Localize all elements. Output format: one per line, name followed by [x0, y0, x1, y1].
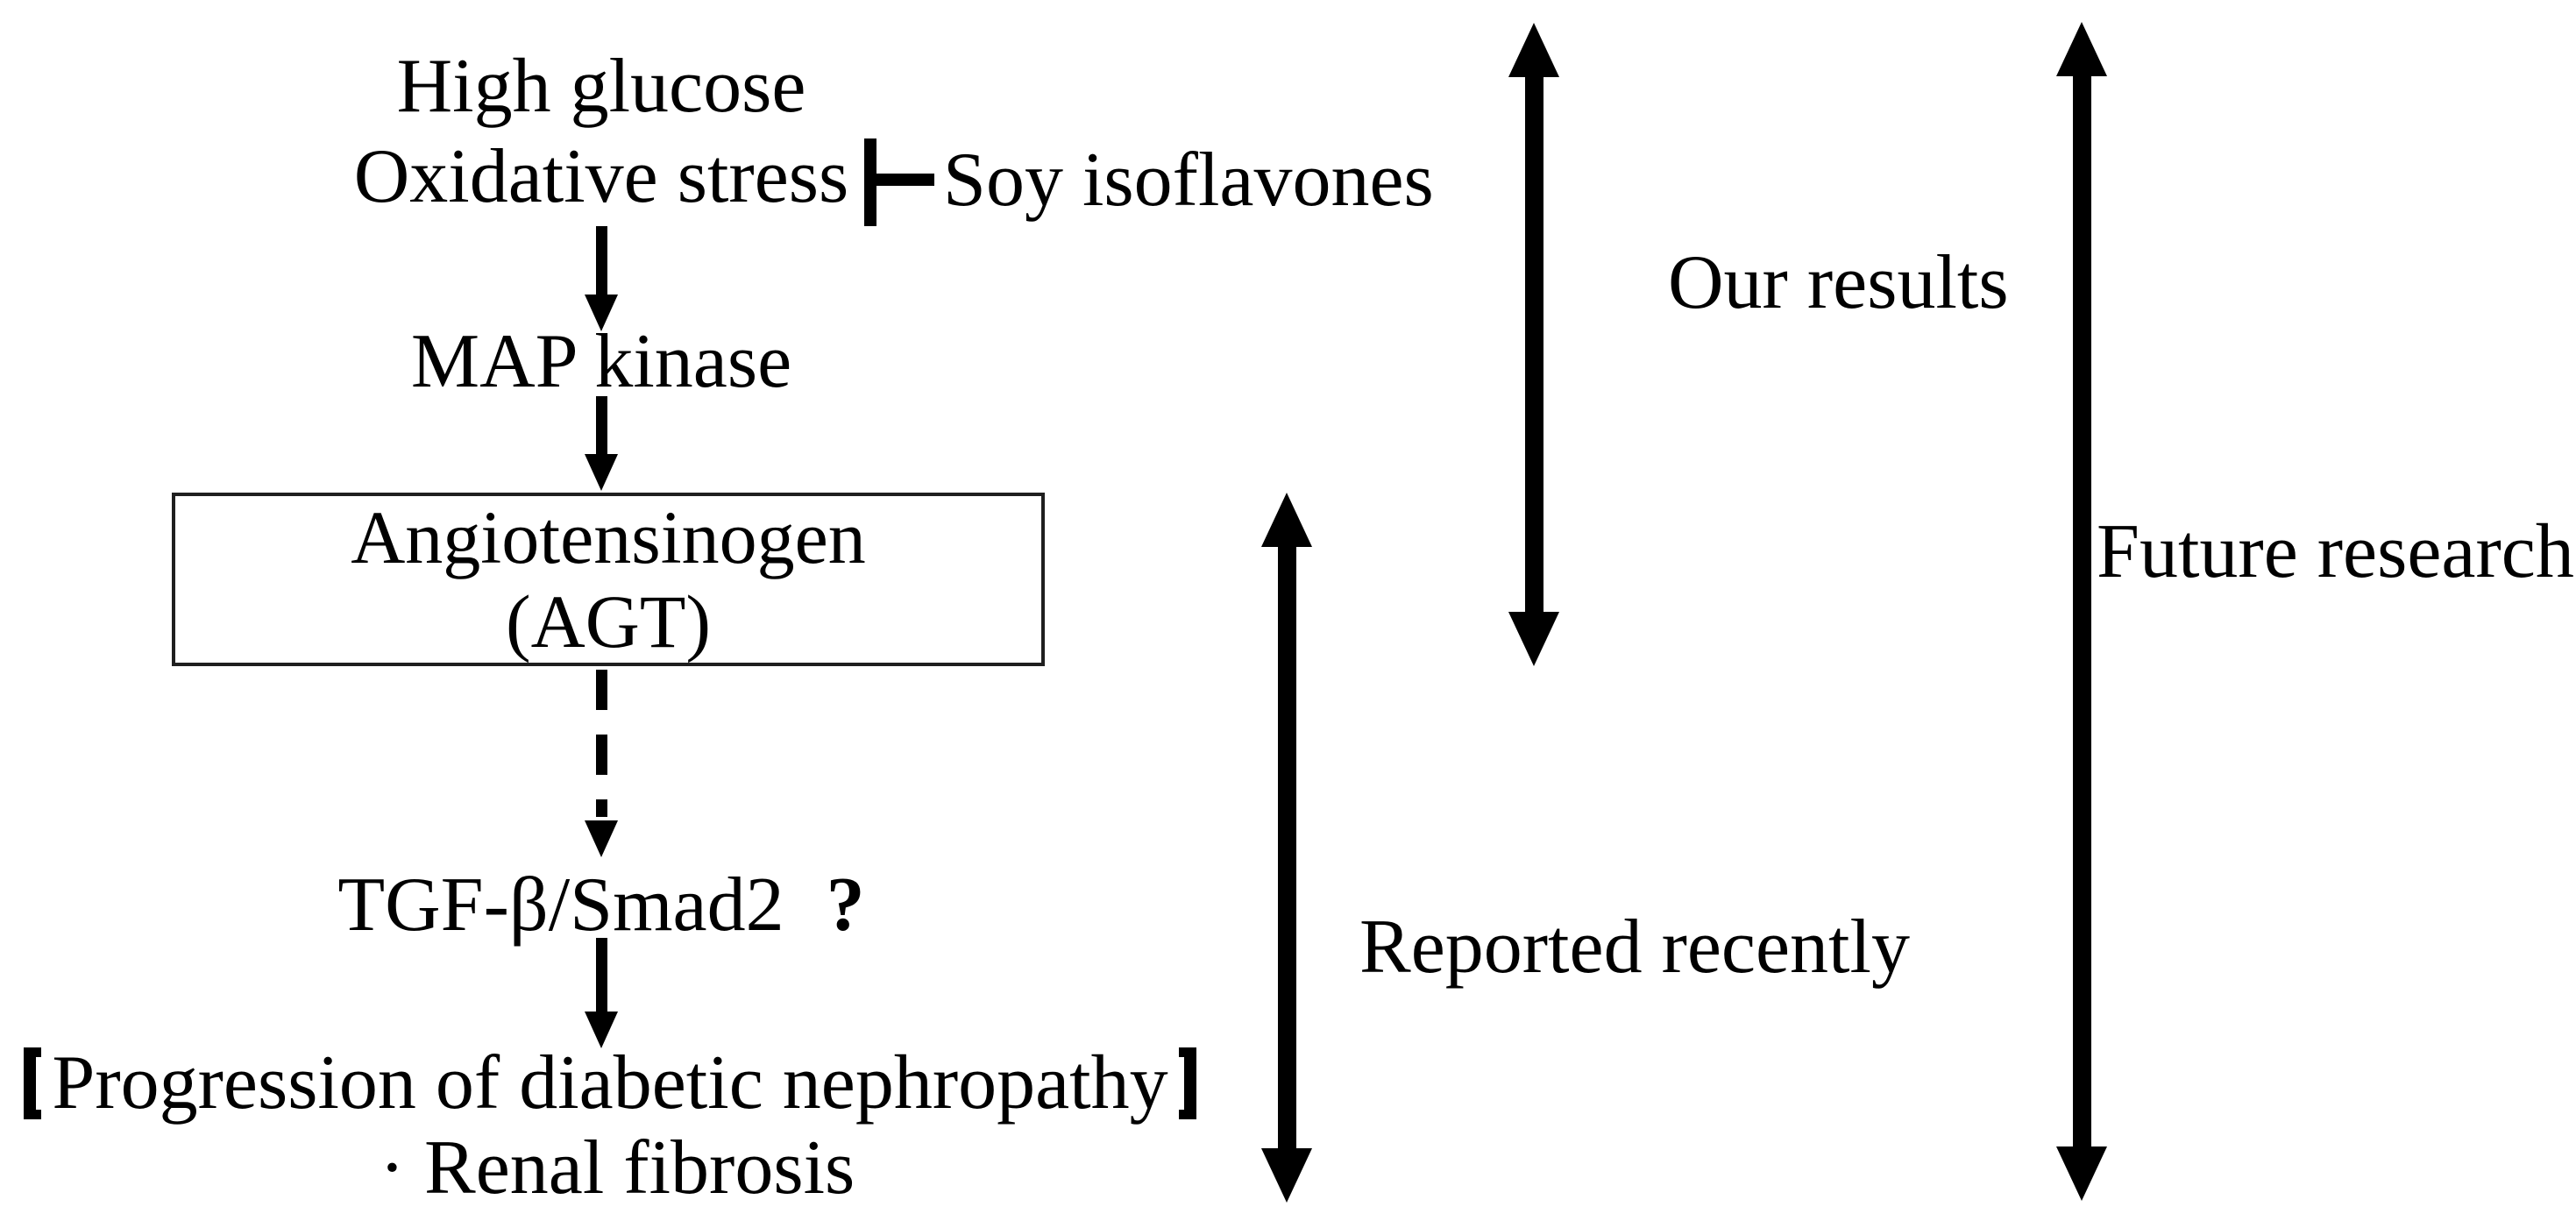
- arrowhead-down-icon: [2056, 1146, 2107, 1201]
- agt-box-line1: Angiotensinogen: [351, 494, 866, 579]
- arrowhead-up-icon: [1508, 23, 1559, 77]
- arrowhead-down-icon: [585, 295, 618, 331]
- map-kinase-label: MAP kinase: [410, 319, 792, 404]
- arrowhead-down-icon: [585, 1012, 618, 1048]
- arrowhead-up-icon: [1261, 493, 1312, 547]
- inhibition-bar-vertical: [864, 138, 876, 226]
- arrowhead-down-icon: [1261, 1148, 1312, 1203]
- outcome-heading-row: Progression of diabetic nephropathy: [0, 1040, 1220, 1126]
- outcome-bullet-item: · Renal fibrosis: [379, 1125, 855, 1210]
- agt-box-line2: (AGT): [505, 579, 712, 664]
- future-research-label: Future research: [2097, 509, 2574, 594]
- reported-recently-label: Reported recently: [1359, 905, 1910, 990]
- arrowhead-down-icon: [585, 820, 618, 857]
- stimulus-labels: High glucose Oxidative stress: [163, 42, 1040, 223]
- tgf-smad-label: TGF-β/Smad2: [337, 863, 784, 948]
- right-lenticular-bracket-icon: [1178, 1047, 1196, 1120]
- arrowhead-down-icon: [585, 454, 618, 491]
- arrowhead-up-icon: [2056, 22, 2107, 76]
- tgf-smad-row: TGF-β/Smad2?: [163, 861, 1040, 951]
- uncertainty-question-mark: ?: [826, 863, 865, 948]
- agt-box: Angiotensinogen (AGT): [172, 493, 1045, 666]
- left-lenticular-bracket-icon: [24, 1047, 42, 1120]
- stimulus-oxidative-stress: Oxidative stress: [353, 133, 849, 219]
- soy-isoflavones-label: Soy isoflavones: [943, 138, 1434, 223]
- arrowhead-down-icon: [1508, 612, 1559, 666]
- stimulus-high-glucose: High glucose: [396, 44, 806, 129]
- our-results-label: Our results: [1668, 240, 2009, 325]
- outcome-heading: Progression of diabetic nephropathy: [52, 1040, 1168, 1125]
- inhibition-bar-horizontal: [873, 174, 934, 186]
